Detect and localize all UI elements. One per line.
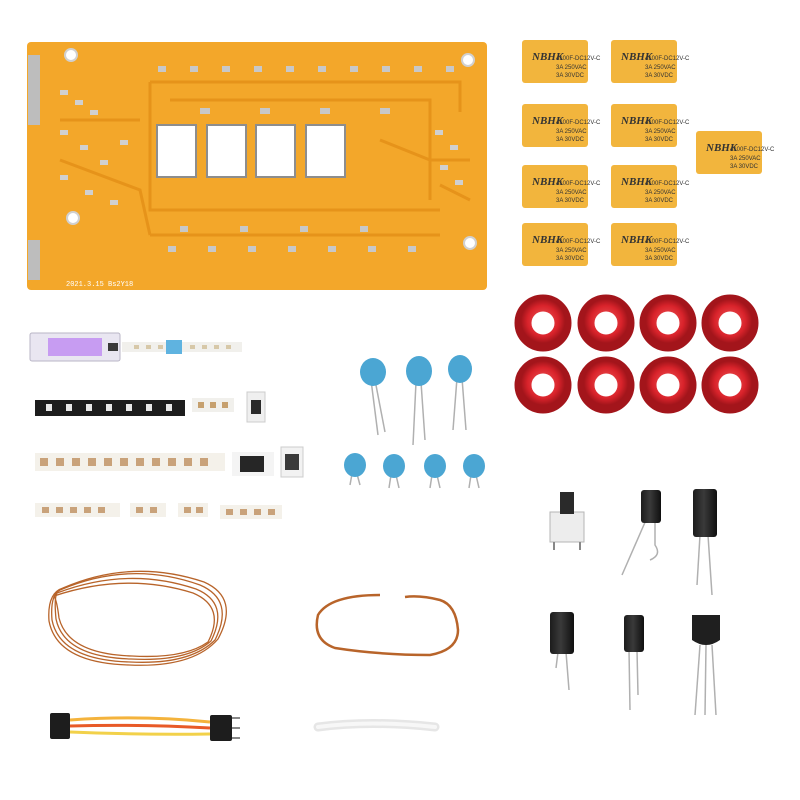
relay: NBHK 4100F-DC12V-C 3A 250VAC 3A 30VDC	[522, 104, 601, 147]
smd-pads-left	[60, 90, 463, 205]
relay: NBHK 4100F-DC12V-C 3A 250VAC 3A 30VDC	[522, 40, 601, 83]
tactile-push-button	[549, 492, 585, 550]
toroid-core	[514, 294, 572, 352]
smd-ic	[246, 391, 266, 423]
electrolytic-capacitor	[621, 490, 661, 576]
relay: NBHK 4100F-DC12V-C 3A 250VAC 3A 30VDC	[522, 165, 601, 208]
toroid-core	[701, 294, 759, 352]
smd-ic	[280, 446, 304, 478]
relay-brand: NBHK	[705, 142, 738, 154]
relay-rating-dc: 3A 30VDC	[730, 164, 759, 170]
smd-tape-strip	[35, 453, 225, 471]
relay-model: 4100F-DC12V-C	[645, 120, 690, 126]
smd-tape-strip	[130, 503, 166, 517]
toroid-core	[701, 356, 759, 414]
relay-rating-ac: 3A 250VAC	[556, 248, 587, 254]
relay-model: 4100F-DC12V-C	[556, 181, 601, 187]
relay-rating-dc: 3A 30VDC	[645, 256, 674, 262]
smd-pads-top	[158, 66, 454, 114]
ceramic-capacitor	[448, 355, 472, 431]
to92-transistor	[692, 615, 720, 716]
edge-connector	[28, 55, 40, 280]
smd-ic	[232, 452, 274, 476]
ceramic-capacitor	[344, 453, 366, 486]
pcb-silkscreen-date: 2021.3.15 Bs2Y18	[66, 281, 133, 289]
copper-wire-loop	[315, 593, 460, 657]
ceramic-capacitor	[383, 454, 405, 489]
relay-rating-dc: 3A 30VDC	[645, 73, 674, 79]
oled-display-module	[29, 332, 121, 362]
toroid-core	[577, 294, 635, 352]
relay: NBHK 4100F-DC12V-C 3A 250VAC 3A 30VDC	[611, 223, 690, 266]
relay-rating-dc: 3A 30VDC	[556, 256, 585, 262]
relay-rating-ac: 3A 250VAC	[645, 65, 676, 71]
toroid-core	[639, 294, 697, 352]
toroid-core	[639, 356, 697, 414]
relay: NBHK 4100F-DC12V-C 3A 250VAC 3A 30VDC	[611, 40, 690, 83]
relay-rating-ac: 3A 250VAC	[556, 190, 587, 196]
smd-tape-strip	[178, 503, 208, 517]
relay-rating-dc: 3A 30VDC	[556, 198, 585, 204]
relay-rating-ac: 3A 250VAC	[556, 129, 587, 135]
relay-rating-ac: 3A 250VAC	[645, 190, 676, 196]
toroid-core	[577, 356, 635, 414]
smd-tape-strip	[122, 340, 242, 354]
relay-brand: NBHK	[620, 115, 653, 127]
smd-pads-bottom	[168, 226, 416, 252]
electrolytic-capacitor	[624, 615, 644, 711]
jumper-wires	[50, 713, 240, 741]
heat-shrink-tube	[313, 719, 440, 732]
ceramic-capacitor	[424, 454, 446, 489]
relay-rating-ac: 3A 250VAC	[645, 248, 676, 254]
relay-brand: NBHK	[531, 176, 564, 188]
relay: NBHK 4100F-DC12V-C 3A 250VAC 3A 30VDC	[611, 104, 690, 147]
toroid-core	[514, 356, 572, 414]
ceramic-capacitor	[406, 356, 432, 446]
relay-model: 4100F-DC12V-C	[645, 56, 690, 62]
pcb-board: 2021.3.15 Bs2Y18	[27, 42, 487, 290]
smd-tape-strip	[35, 503, 120, 517]
relay-rating-dc: 3A 30VDC	[556, 73, 585, 79]
relay-rating-ac: 3A 250VAC	[730, 156, 761, 162]
relay: NBHK 4100F-DC12V-C 3A 250VAC 3A 30VDC	[522, 223, 601, 266]
relay-brand: NBHK	[620, 176, 653, 188]
relay-model: 4100F-DC12V-C	[645, 239, 690, 245]
relay-rating-dc: 3A 30VDC	[645, 198, 674, 204]
relay-model: 4100F-DC12V-C	[645, 181, 690, 187]
relay-rating-ac: 3A 250VAC	[556, 65, 587, 71]
relay-brand: NBHK	[620, 51, 653, 63]
relay-rating-dc: 3A 30VDC	[645, 137, 674, 143]
relay-rating-ac: 3A 250VAC	[645, 129, 676, 135]
ceramic-capacitor	[463, 454, 485, 489]
relay-brand: NBHK	[531, 115, 564, 127]
relay: NBHK 4100F-DC12V-C 3A 250VAC 3A 30VDC	[611, 165, 690, 208]
ceramic-capacitor-group	[344, 355, 485, 489]
toroid-group	[514, 294, 759, 414]
relay-rating-dc: 3A 30VDC	[556, 137, 585, 143]
ceramic-capacitor	[360, 358, 386, 436]
relay-brand: NBHK	[531, 234, 564, 246]
relay-cutout	[156, 124, 346, 178]
relay-model: 4100F-DC12V-C	[556, 120, 601, 126]
electrolytic-capacitor	[693, 489, 717, 596]
relay: NBHK 4100F-DC12V-C 3A 250VAC 3A 30VDC	[696, 131, 775, 174]
smd-tape-black	[35, 400, 185, 416]
relay-model: 4100F-DC12V-C	[556, 239, 601, 245]
electrolytic-capacitor	[550, 612, 574, 691]
mounting-hole	[64, 48, 477, 250]
relay-brand: NBHK	[531, 51, 564, 63]
relay-model: 4100F-DC12V-C	[730, 147, 775, 153]
smd-tape-strip	[192, 398, 234, 412]
smd-tape-strip	[220, 505, 282, 519]
relay-brand: NBHK	[620, 234, 653, 246]
enameled-wire-coil	[48, 570, 227, 666]
relay-group: NBHK 4100F-DC12V-C 3A 250VAC 3A 30VDC NB…	[522, 40, 775, 266]
relay-model: 4100F-DC12V-C	[556, 56, 601, 62]
